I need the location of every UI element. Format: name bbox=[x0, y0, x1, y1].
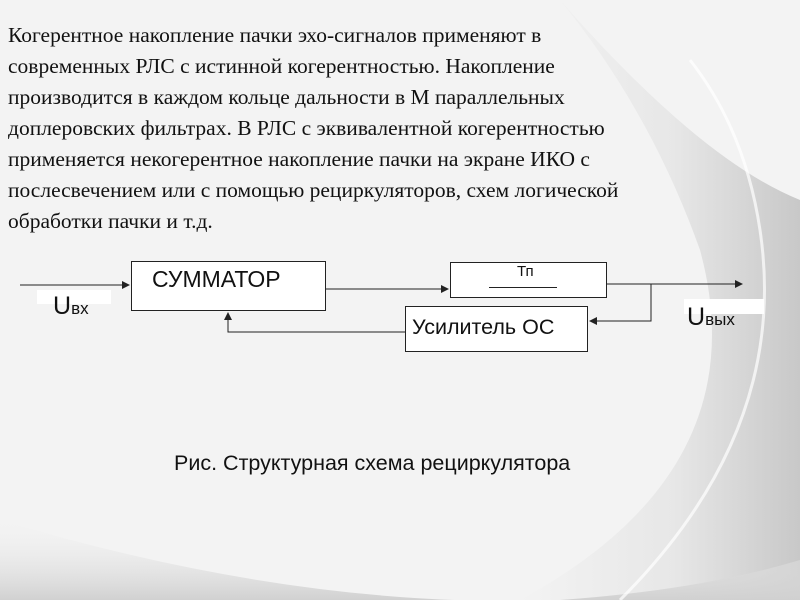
delay-block: Тп bbox=[450, 262, 607, 298]
figure-caption: Рис. Структурная схема рециркулятора bbox=[174, 451, 571, 475]
paragraph-line: обработки пачки и т.д. bbox=[8, 209, 213, 233]
input-label-plate bbox=[37, 290, 111, 304]
input-signal-subscript: вх bbox=[71, 299, 89, 318]
delay-label: Тп bbox=[517, 263, 534, 280]
output-signal-main: U bbox=[687, 303, 706, 331]
summator-label: СУММАТОР bbox=[152, 266, 281, 292]
paragraph-line: послесвечением или с помощью рециркулято… bbox=[8, 178, 619, 202]
output-signal-label: Uвых bbox=[687, 303, 735, 332]
summator-block: СУММАТОР bbox=[131, 261, 326, 311]
paragraph-line: производится в каждом кольце дальности в… bbox=[8, 85, 565, 109]
output-label-plate bbox=[684, 299, 764, 314]
feedback-amplifier-block: Усилитель ОС bbox=[405, 306, 588, 352]
amplifier-label: Усилитель ОС bbox=[412, 315, 555, 339]
description-paragraph: Когерентное накопление пачки эхо-сигнало… bbox=[8, 20, 792, 237]
feedback-return-wire bbox=[224, 312, 405, 333]
input-signal-main: U bbox=[53, 292, 72, 320]
paragraph-line: современных РЛС с истинной когерентность… bbox=[8, 54, 555, 78]
output-signal-subscript: вых bbox=[705, 310, 735, 329]
input-signal-label: Uвх bbox=[53, 292, 89, 321]
paragraph-line: доплеровских фильтрах. В РЛС с эквивален… bbox=[8, 116, 605, 140]
feedback-tap-wire bbox=[589, 284, 652, 325]
paragraph-line: применяется некогерентное накопление пач… bbox=[8, 147, 590, 171]
delay-label-underline bbox=[489, 287, 557, 288]
paragraph-line: Когерентное накопление пачки эхо-сигнало… bbox=[8, 23, 542, 47]
